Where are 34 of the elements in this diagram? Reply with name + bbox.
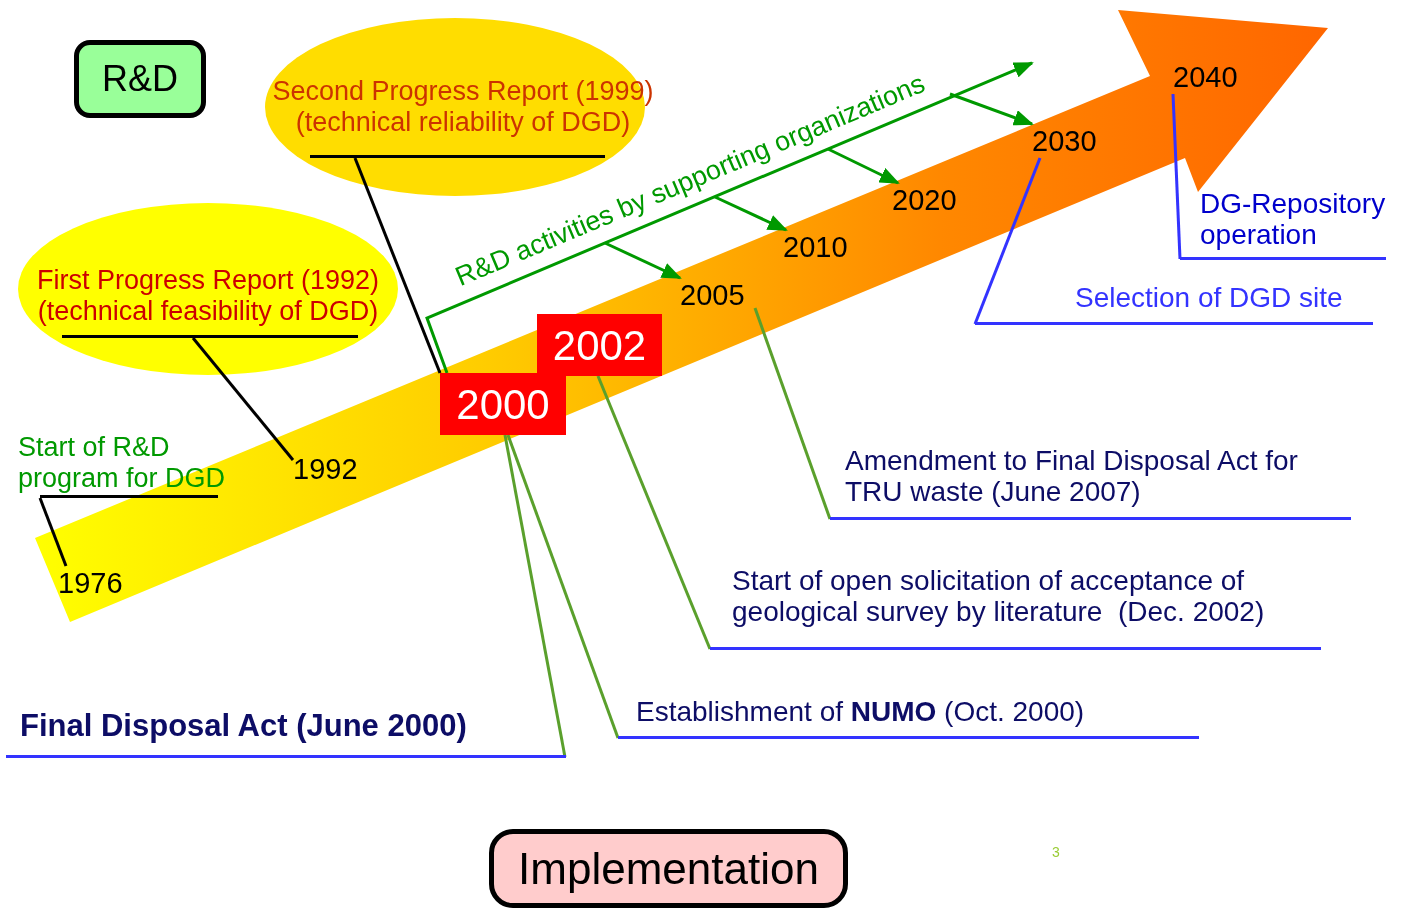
leader-line bbox=[353, 157, 442, 374]
leader-line bbox=[506, 434, 620, 739]
stage-box: R&D bbox=[74, 40, 206, 118]
year-label: 2040 bbox=[1173, 60, 1238, 94]
event-text: DG-Repository operation bbox=[1180, 188, 1386, 260]
year-label: 2005 bbox=[680, 278, 745, 312]
event-text: Establishment of NUMO (Oct. 2000) bbox=[618, 696, 1199, 739]
leader-line bbox=[973, 157, 1042, 325]
arrow bbox=[425, 61, 1034, 374]
event-text: Final Disposal Act (June 2000) bbox=[6, 710, 566, 758]
year-label: 2010 bbox=[783, 230, 848, 264]
leader-line bbox=[503, 434, 567, 758]
year-badge: 2002 bbox=[537, 314, 662, 376]
year-label: 2030 bbox=[1032, 124, 1097, 158]
year-label: 1976 bbox=[58, 566, 123, 600]
year-badge: 2000 bbox=[440, 373, 566, 435]
leader-line bbox=[191, 337, 295, 461]
year-label: 1992 bbox=[293, 452, 358, 486]
leader-line bbox=[753, 307, 832, 520]
arrow bbox=[714, 195, 788, 232]
event-text: Selection of DGD site bbox=[975, 282, 1373, 325]
leader-line bbox=[1171, 93, 1182, 260]
arrow bbox=[949, 92, 1034, 126]
leader-line bbox=[38, 497, 68, 567]
milestone-text: Start of R&D program for DGD bbox=[18, 432, 250, 499]
stage-box: Implementation bbox=[489, 829, 848, 908]
event-text: Amendment to Final Disposal Act for TRU waste (June 2007) bbox=[830, 445, 1351, 520]
event-text: Start of open solicitation of acceptance of geological survey by literature (Dec. 2002) bbox=[710, 565, 1321, 650]
arrow bbox=[604, 241, 682, 280]
page-number: 3 bbox=[1052, 843, 1060, 862]
arrow bbox=[827, 147, 900, 185]
report-title: First Progress Report (1992) (technical feasibility of DGD) bbox=[35, 265, 381, 327]
leader-line bbox=[596, 375, 712, 650]
year-label: 2020 bbox=[892, 183, 957, 217]
